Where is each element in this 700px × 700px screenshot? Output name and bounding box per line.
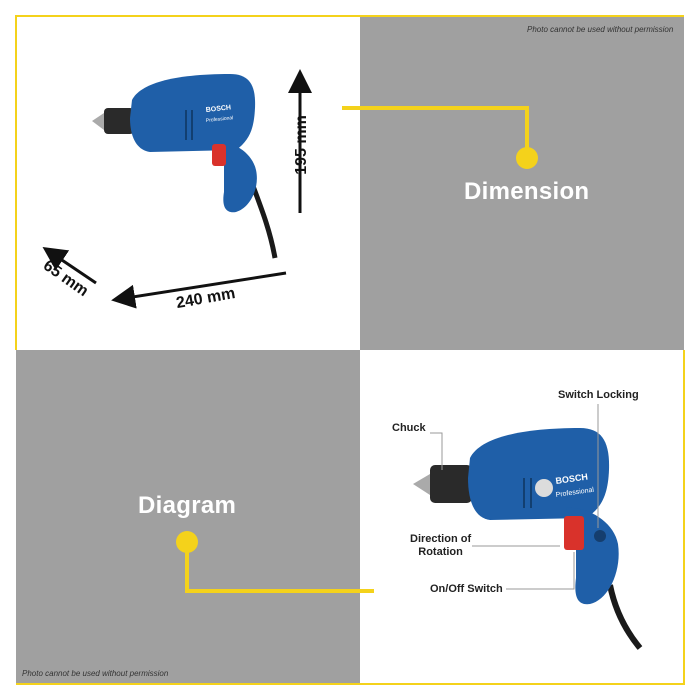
drill-top-brand: BOSCH [205, 104, 231, 114]
frame-right [683, 350, 685, 685]
length-arrow [111, 271, 287, 309]
callout-direction-line2: Rotation [418, 546, 463, 558]
dimension-label-panel [360, 16, 684, 350]
section-title-dimension: Dimension [464, 178, 590, 205]
drill-top-line: Professional [206, 115, 234, 124]
frame-bottom [16, 683, 684, 685]
callout-chuck: Chuck [392, 422, 426, 434]
callout-direction-line1: Direction of [410, 533, 472, 545]
chuck-leader [430, 432, 443, 470]
callout-lines [430, 404, 599, 590]
on-off-leader [506, 552, 575, 590]
section-title-diagram: Diagram [138, 492, 237, 519]
dimension-arrows [42, 69, 312, 309]
diagram-connector [176, 531, 374, 593]
frame-top [16, 15, 684, 17]
permission-notice-bottom: Photo cannot be used without permission [22, 669, 169, 678]
drill-top-image: BOSCH Professional [92, 74, 278, 259]
width-arrow [42, 246, 97, 285]
drill-diagram-brand: BOSCH [555, 472, 589, 486]
frame-left [15, 15, 17, 350]
drill-diagram-image: BOSCH Professional [413, 428, 643, 650]
permission-notice-top: Photo cannot be used without permission [527, 25, 674, 34]
dimension-connector [342, 106, 538, 169]
height-label: 195 mm [292, 115, 310, 175]
callout-direction: Direction of Rotation [410, 533, 471, 559]
callout-switch-locking: Switch Locking [558, 389, 639, 401]
callout-on-off: On/Off Switch [430, 583, 503, 595]
diagram-label-panel [16, 350, 360, 684]
